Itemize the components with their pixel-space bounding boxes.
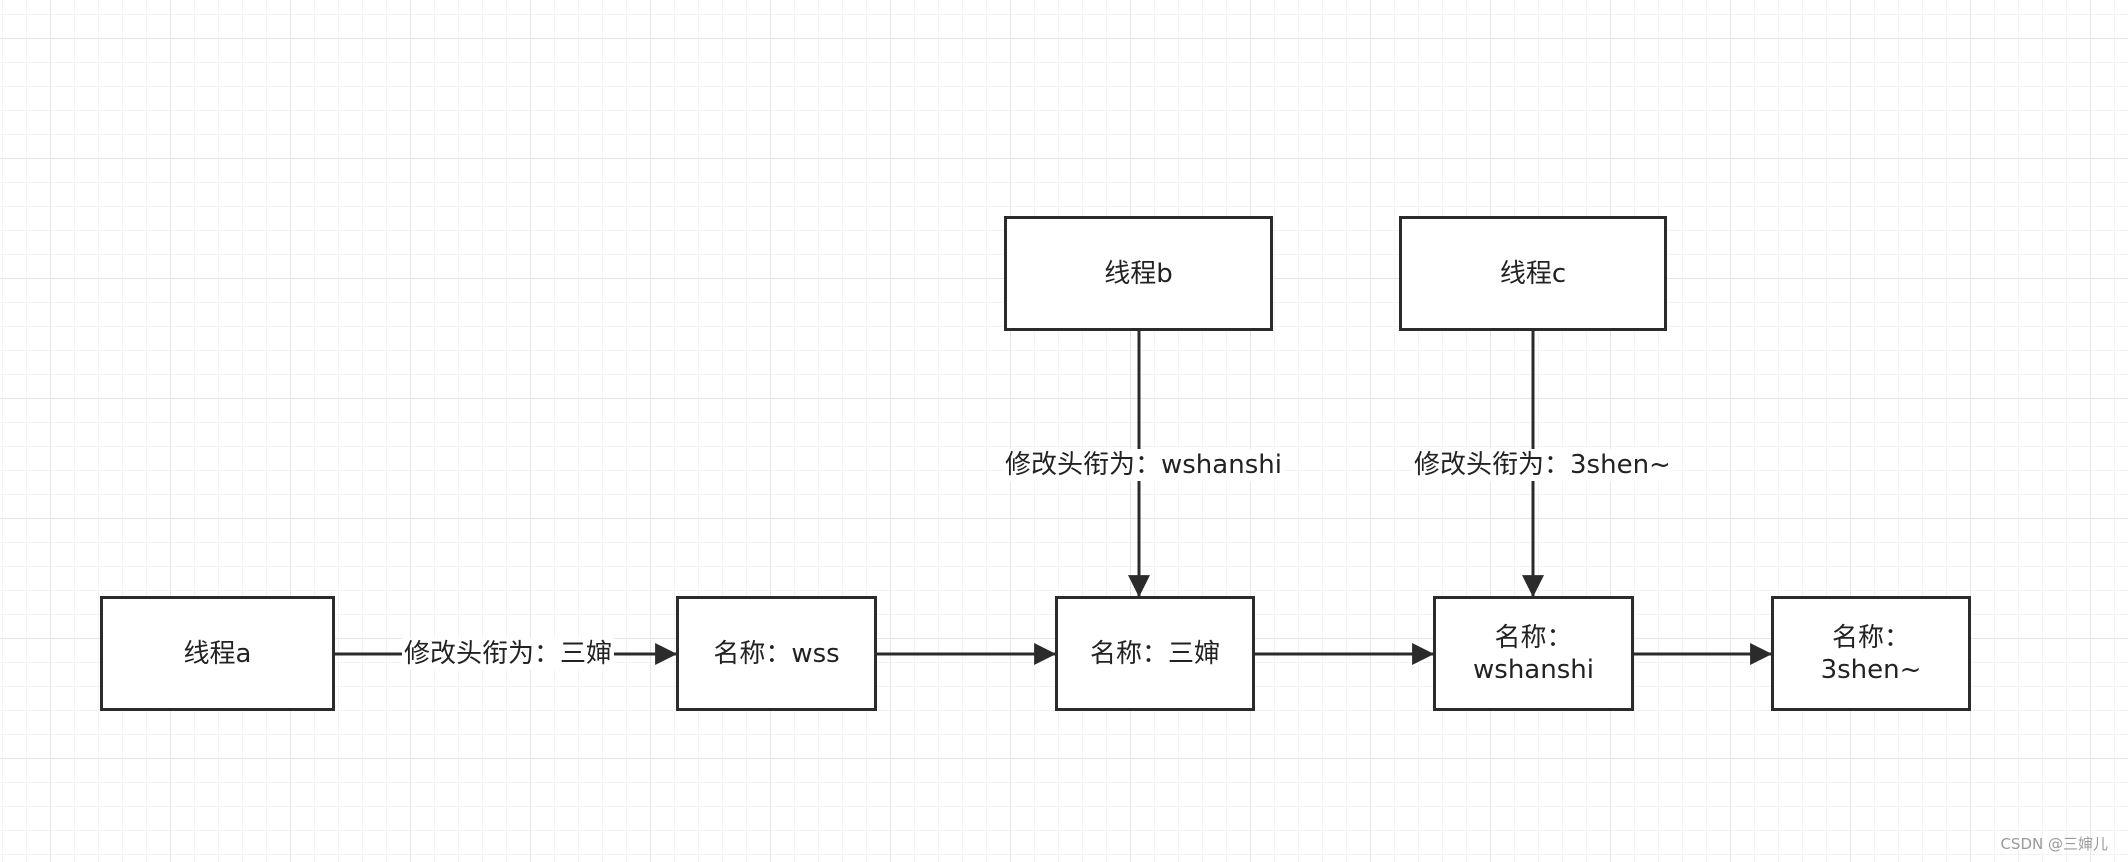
- node-name-3shen[interactable]: 名称： 3shen~: [1771, 596, 1971, 711]
- edge-label-b-to-sanshen: 修改头衔为：wshanshi: [1003, 449, 1284, 481]
- node-thread-b[interactable]: 线程b: [1004, 216, 1273, 331]
- edge-label-a-to-wss: 修改头衔为：三婶: [402, 638, 615, 670]
- node-name-wshanshi[interactable]: 名称： wshanshi: [1433, 596, 1634, 711]
- node-thread-c[interactable]: 线程c: [1399, 216, 1667, 331]
- csdn-watermark: CSDN @三婶儿: [2000, 835, 2108, 853]
- node-name-wss[interactable]: 名称：wss: [676, 596, 877, 711]
- node-thread-a[interactable]: 线程a: [100, 596, 335, 711]
- node-name-sanshen[interactable]: 名称：三婶: [1055, 596, 1255, 711]
- edge-label-c-to-wshanshi: 修改头衔为：3shen~: [1412, 449, 1673, 481]
